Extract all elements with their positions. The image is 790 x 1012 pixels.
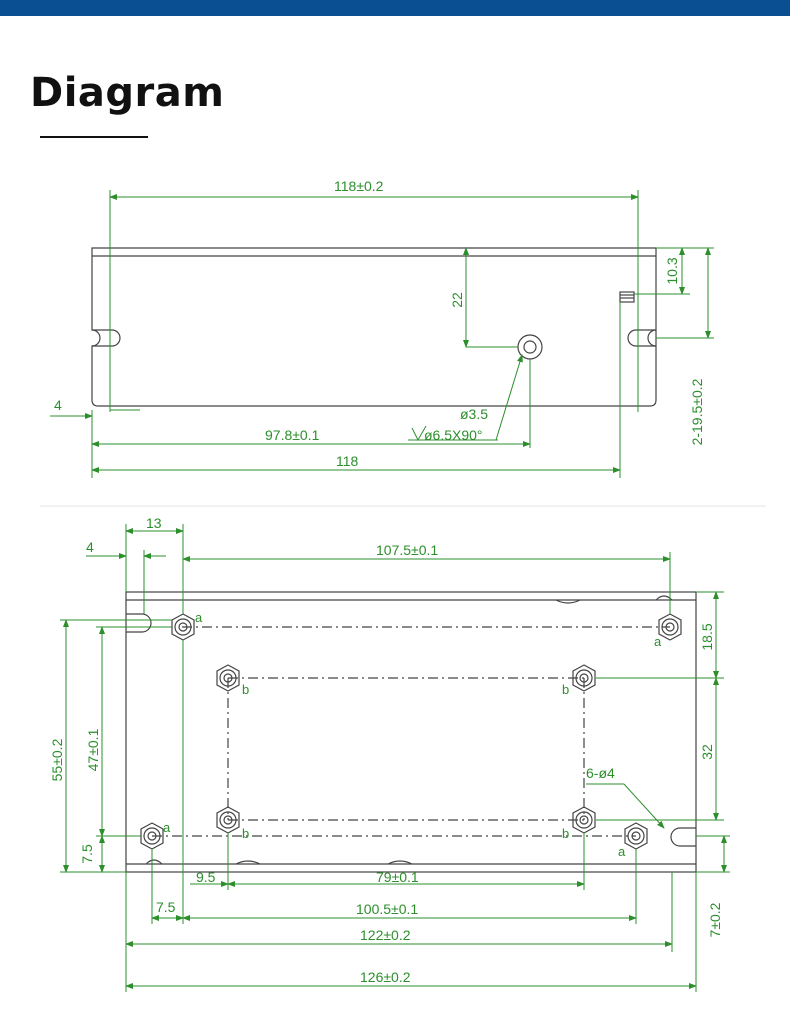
- dim-107-5: 107.5±0.1: [376, 542, 438, 558]
- dim-100-5: 100.5±0.1: [356, 901, 418, 917]
- top-view-dimension-lines: [50, 190, 714, 478]
- top-view-outline: [91, 247, 657, 407]
- dim-18-5: 18.5: [699, 623, 715, 650]
- dim-122: 122±0.2: [360, 927, 411, 943]
- mark-a-top-left: a: [195, 610, 203, 625]
- dim-hole-diameter: ø3.5: [460, 406, 488, 422]
- dim-79: 79±0.1: [376, 869, 419, 885]
- dim-7-5-bottom: 7.5: [156, 899, 176, 915]
- standoffs: [140, 613, 682, 850]
- dim-4-top: 4: [54, 397, 62, 413]
- standoff-b-top-left: [216, 664, 240, 692]
- mark-a-bottom-right: a: [618, 844, 626, 859]
- title-underline: [40, 136, 148, 138]
- dim-13: 13: [146, 515, 162, 531]
- bottom-view: 13 4 107.5±0.1 18.5 32 6-ø4 55±0.2 47±0.…: [49, 515, 730, 992]
- page-title: Diagram: [30, 70, 225, 116]
- dim-118: 118: [336, 453, 359, 469]
- dim-width-top: 118±0.2: [334, 178, 384, 194]
- top-view: 118±0.2 22 10.3 2-19.5±0.2 ø3.5 ø6.5X90°…: [50, 178, 714, 478]
- dim-9-5: 9.5: [196, 869, 216, 885]
- dim-countersink: ø6.5X90°: [424, 427, 483, 443]
- dim-7: 7±0.2: [707, 902, 723, 937]
- standoff-a-top-right: [658, 613, 682, 641]
- dim-32: 32: [699, 744, 715, 760]
- dim-2-19-5: 2-19.5±0.2: [689, 378, 705, 445]
- mark-a-top-right: a: [654, 634, 662, 649]
- dim-4-bottom: 4: [86, 539, 94, 555]
- mark-a-bottom-left: a: [163, 820, 171, 835]
- mark-b-top-left: b: [242, 682, 249, 697]
- dim-97-8: 97.8±0.1: [265, 427, 320, 443]
- dim-126: 126±0.2: [360, 969, 411, 985]
- standoff-b-top-right: [572, 664, 596, 692]
- dim-6-hole: 6-ø4: [586, 765, 615, 781]
- mark-b-top-right: b: [562, 682, 569, 697]
- dim-47: 47±0.1: [85, 728, 101, 771]
- mark-b-bottom-right: b: [562, 826, 569, 841]
- bottom-view-dimension-lines: [60, 524, 730, 992]
- header-bar: [0, 0, 790, 16]
- dim-7-5-left: 7.5: [79, 844, 95, 864]
- bottom-view-outline: [125, 591, 697, 873]
- dim-10-3: 10.3: [664, 257, 680, 284]
- mark-b-bottom-left: b: [242, 826, 249, 841]
- dim-height-22: 22: [449, 292, 465, 308]
- dim-55: 55±0.2: [49, 738, 65, 781]
